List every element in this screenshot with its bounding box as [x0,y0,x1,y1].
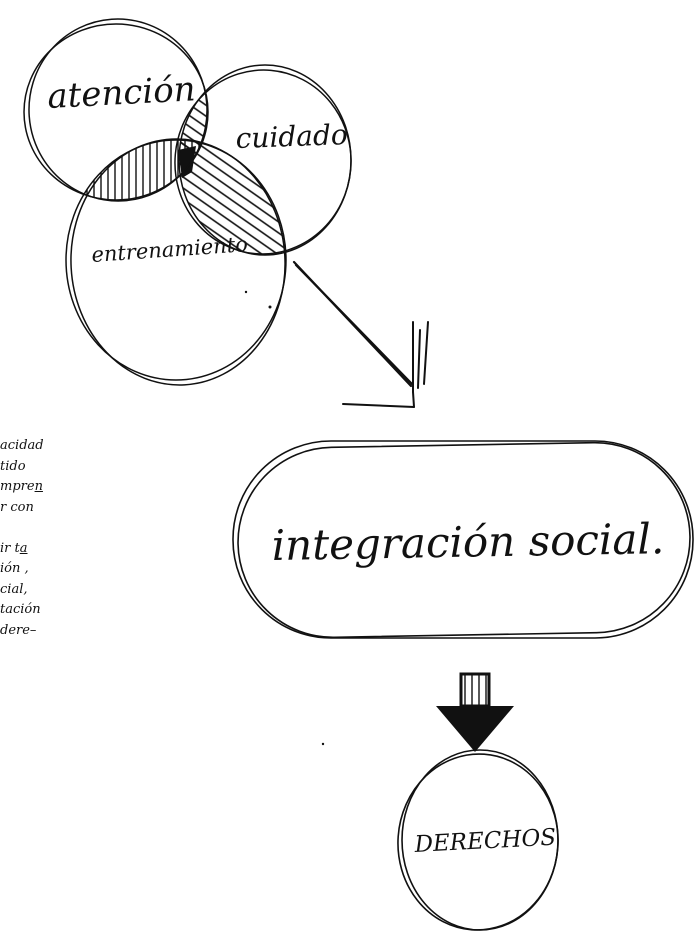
dot-mark [244,290,248,294]
overlap-cuidado-entrenamiento [179,140,286,255]
label-cuidado: cuidado [235,118,348,155]
margin-text-line: tación [0,602,41,617]
margin-text-line: acidad [0,438,44,453]
down-arrow [436,672,514,752]
margin-text-line: r con [0,499,34,515]
label-entrenamiento: entrenamiento [91,232,249,267]
margin-text-line: ir ta [0,540,28,556]
margin-text-line: tido [0,458,26,474]
circle-cuidado [174,64,352,256]
margin-text-line: ión , [0,561,29,576]
integration-label: integración social. [271,514,664,570]
label-derechos: DERECHOS [413,825,557,858]
margin-text-block: acidad tido mpren r con ir ta ión , cial, taci… [0,436,80,641]
integration-box-outline [232,440,694,639]
circle-atencion [23,18,209,202]
dot-mark [268,305,272,309]
connector-line [292,260,414,388]
corner-arrow-mark [342,321,429,408]
circle-entrenamiento [65,138,287,386]
center-overlap-mark [178,146,196,178]
label-atencion: atención [46,69,196,117]
margin-text-line: mpren [0,479,43,494]
margin-text-line: cial, [0,581,28,597]
margin-text-line: dere– [0,622,37,638]
dot-mark [321,742,325,746]
margin-text-line [0,518,80,539]
circle-derechos [397,749,559,931]
